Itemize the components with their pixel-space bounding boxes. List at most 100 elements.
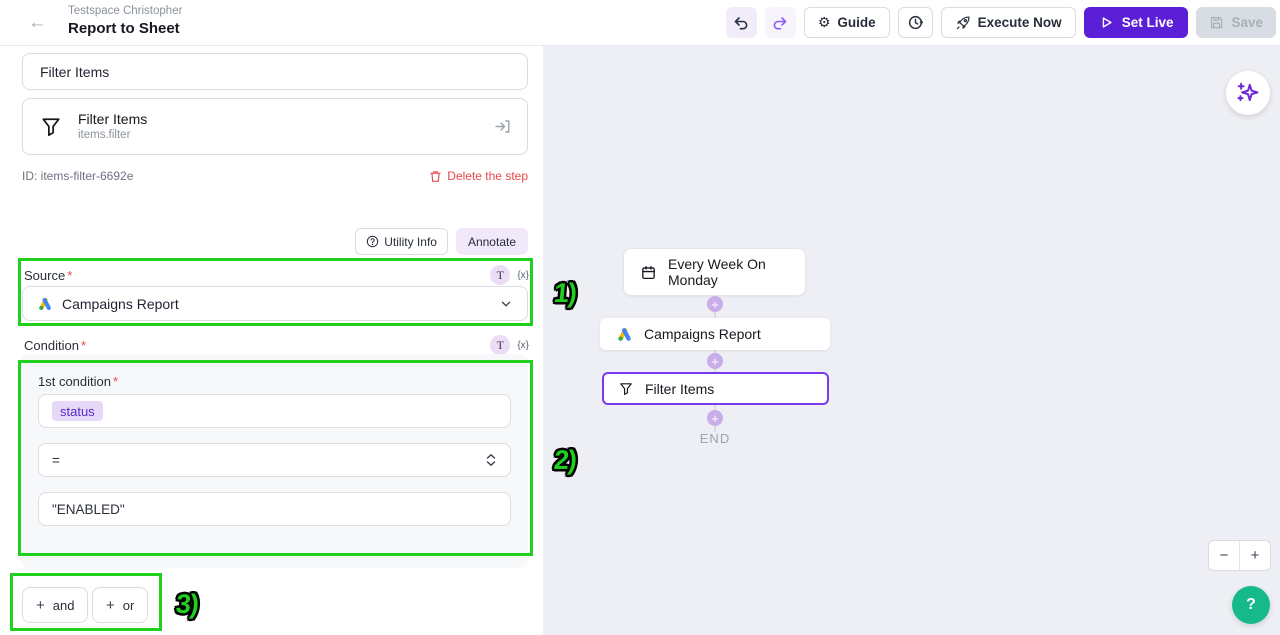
workflow-node-campaigns-report[interactable]: Campaigns Report <box>600 318 830 350</box>
workflow-canvas[interactable]: Every Week On Monday + Campaigns Report … <box>543 46 1280 635</box>
redo-button[interactable] <box>764 7 796 38</box>
source-select[interactable]: Campaigns Report <box>22 286 528 321</box>
workspace-name: Testspace Christopher <box>68 5 183 17</box>
variable-mode-badge[interactable]: {x} <box>517 339 529 351</box>
delete-step-button[interactable]: Delete the step <box>429 169 528 183</box>
save-button[interactable]: Save <box>1196 7 1276 38</box>
title-block: Testspace Christopher Report to Sheet <box>68 4 182 38</box>
condition-label-row: Condition * T {x} <box>24 335 529 355</box>
set-live-button[interactable]: Set Live <box>1083 7 1189 38</box>
help-label: ? <box>1246 596 1256 613</box>
help-button[interactable]: ? <box>1232 586 1270 624</box>
zoom-controls: − + <box>1208 540 1271 571</box>
clock-history-icon <box>907 14 924 31</box>
condition-value-input[interactable]: "ENABLED" <box>38 492 511 526</box>
google-ads-icon <box>37 296 53 312</box>
annotate-button[interactable]: Annotate <box>455 228 528 255</box>
gear-icon: ⚙ <box>817 14 831 31</box>
step-id: ID: items-filter-6692e <box>22 169 134 183</box>
annotation-marker-2: 2) <box>552 445 578 475</box>
step-name-input[interactable]: Filter Items <box>22 53 528 90</box>
first-condition-label: 1st condition* <box>38 374 118 389</box>
history-button[interactable] <box>897 7 933 38</box>
step-name-value: Filter Items <box>40 63 110 80</box>
required-mark: * <box>113 374 119 389</box>
trash-icon <box>429 170 442 183</box>
plus-icon: + <box>106 596 115 614</box>
undo-button[interactable] <box>725 7 757 38</box>
condition-label: Condition <box>24 337 79 353</box>
required-mark: * <box>80 337 86 353</box>
utility-info-button[interactable]: Utility Info <box>355 228 448 255</box>
ai-assistant-button[interactable] <box>1226 71 1270 115</box>
zoom-in-button[interactable]: + <box>1250 547 1260 564</box>
annotation-marker-3: 3) <box>174 589 200 619</box>
delete-step-label: Delete the step <box>447 169 528 183</box>
redo-icon <box>771 14 789 32</box>
source-label: Source <box>24 267 66 283</box>
annotation-marker-1: 1) <box>552 278 578 308</box>
plus-icon: + <box>711 410 719 426</box>
guide-button[interactable]: ⚙ Guide <box>803 7 890 38</box>
end-label: END <box>699 431 731 446</box>
save-icon <box>1209 15 1224 30</box>
source-label-row: Source * T {x} <box>24 265 529 285</box>
filter-icon <box>618 381 634 397</box>
enter-step-icon[interactable] <box>494 118 511 135</box>
first-condition-text: 1st condition <box>38 374 111 389</box>
step-card-subtitle: items.filter <box>78 129 131 141</box>
utility-info-label: Utility Info <box>384 234 437 249</box>
sparkle-icon <box>1235 80 1261 106</box>
filter-icon <box>39 115 63 139</box>
execute-now-button[interactable]: Execute Now <box>940 7 1076 38</box>
variable-mode-badge[interactable]: {x} <box>517 269 529 281</box>
operator-value: = <box>52 452 60 468</box>
condition-field-input[interactable]: status <box>38 394 511 428</box>
or-label: or <box>122 597 135 613</box>
workflow-node-trigger[interactable]: Every Week On Monday <box>623 248 806 296</box>
rocket-icon <box>955 15 971 31</box>
and-label: and <box>52 597 75 613</box>
undo-icon <box>732 14 750 32</box>
node-label: Filter Items <box>645 380 715 397</box>
page-title: Report to Sheet <box>68 20 180 37</box>
node-label: Campaigns Report <box>644 326 761 342</box>
google-ads-icon <box>616 326 633 343</box>
source-value: Campaigns Report <box>62 295 179 312</box>
question-circle-icon <box>366 235 379 248</box>
add-step-button[interactable]: + <box>707 353 723 369</box>
header-actions: ⚙ Guide Execute Now Set Live Save <box>725 7 1276 38</box>
add-step-button[interactable]: + <box>707 410 723 426</box>
set-live-label: Set Live <box>1121 15 1174 30</box>
text-mode-badge[interactable]: T <box>490 265 511 285</box>
required-mark: * <box>67 267 73 283</box>
condition-value: "ENABLED" <box>52 501 125 517</box>
chevron-up-down-icon <box>485 453 497 467</box>
chevron-down-icon <box>499 297 513 311</box>
text-mode-badge[interactable]: T <box>490 335 511 355</box>
utility-row: Utility Info Annotate <box>355 228 528 255</box>
add-step-button[interactable]: + <box>707 296 723 312</box>
field-token[interactable]: status <box>52 401 103 421</box>
plus-icon: + <box>711 353 719 369</box>
condition-operator-select[interactable]: = <box>38 443 511 477</box>
node-label: Every Week On Monday <box>668 256 766 288</box>
save-label: Save <box>1231 15 1263 30</box>
step-config-panel: Filter Items Filter Items items.filter I… <box>0 46 543 635</box>
back-button[interactable]: ← <box>28 12 47 33</box>
plus-icon: + <box>36 596 45 614</box>
step-card[interactable]: Filter Items items.filter <box>22 98 528 155</box>
plus-icon: + <box>711 296 719 312</box>
step-id-row: ID: items-filter-6692e Delete the step <box>22 169 528 183</box>
add-or-condition-button[interactable]: + or <box>92 587 149 623</box>
execute-now-label: Execute Now <box>977 15 1062 30</box>
zoom-out-button[interactable]: − <box>1209 541 1240 570</box>
annotate-label: Annotate <box>467 234 516 249</box>
workflow-node-filter-items[interactable]: Filter Items <box>602 372 829 405</box>
header: ← Testspace Christopher Report to Sheet … <box>0 0 1280 46</box>
guide-label: Guide <box>837 15 876 30</box>
step-card-title: Filter Items <box>78 111 148 127</box>
play-icon <box>1099 15 1114 30</box>
add-and-condition-button[interactable]: + and <box>22 587 89 623</box>
calendar-icon <box>640 264 657 281</box>
